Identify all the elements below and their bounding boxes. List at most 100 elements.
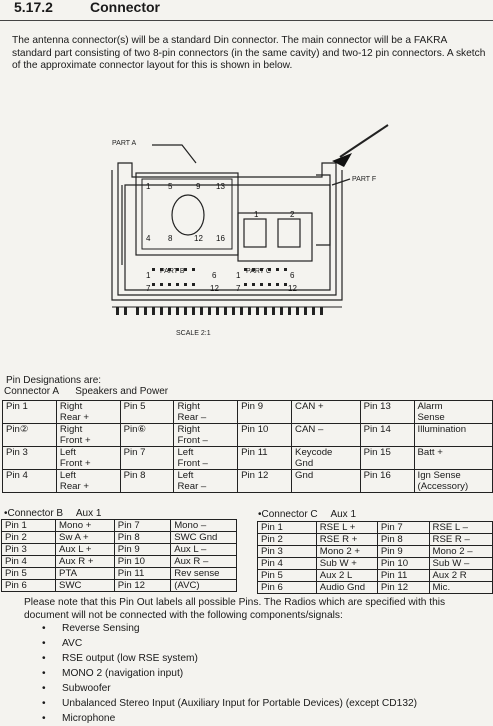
part-c-label: PART C <box>246 268 271 275</box>
table-cell: Audio Gnd <box>315 581 378 594</box>
grid-a-label: 4 <box>146 234 151 243</box>
table-cell: (AVC) <box>170 579 237 592</box>
part-b-label: PART B <box>160 268 185 275</box>
bullet-dot: • <box>42 713 46 724</box>
connector-a-heading: Connector A Speakers and Power <box>4 386 168 397</box>
bullet-dot: • <box>42 698 46 709</box>
table-cell: Pin 6 <box>0 579 57 592</box>
connector-b-heading: •Connector B Aux 1 <box>4 508 101 519</box>
table-cell: Pin 6 <box>257 581 317 594</box>
connector-c-bullet: • <box>258 509 262 520</box>
part-a-label: PART A <box>112 140 136 147</box>
bullet-dot: • <box>42 653 46 664</box>
table-cell: Mono 2 – <box>428 545 493 558</box>
signal-list-text: MONO 2 (navigation input) <box>62 668 184 679</box>
table-cell: Pin 9 <box>113 543 172 556</box>
table-cell: Mono – <box>170 519 237 532</box>
table-cell: Sub W – <box>428 557 493 570</box>
table-cell: Pin 4 <box>2 469 57 493</box>
part-f-label: PART F <box>352 176 376 183</box>
grid-b-label: 7 <box>146 284 151 293</box>
grid-a-label: 13 <box>216 182 225 191</box>
signal-list-text: AVC <box>62 638 83 649</box>
table-cell: Pin 10 <box>376 557 430 570</box>
table-cell: Pin 8 <box>376 533 430 546</box>
table-cell: Pin 5 <box>257 569 317 582</box>
table-cell: Pin 15 <box>359 446 415 470</box>
small-c-label: 2 <box>290 210 295 219</box>
table-cell: Alarm Sense <box>413 400 493 424</box>
table-cell: Pin 7 <box>119 446 175 470</box>
signal-list: • Reverse Sensing • AVC • RSE output (low RSE… <box>42 621 417 726</box>
connector-c-desc: Aux 1 <box>330 509 357 520</box>
table-cell: Illumination <box>413 423 493 447</box>
table-cell: Pin 13 <box>359 400 415 424</box>
grid-a-label: 8 <box>168 234 173 243</box>
heading-rule <box>0 20 493 21</box>
table-cell: Keycode Gnd <box>291 446 361 470</box>
table-cell: Right Rear + <box>55 400 121 424</box>
section-number: 5.17.2 <box>14 0 53 15</box>
grid-b-label: 12 <box>210 284 219 293</box>
table-cell: Pin 11 <box>376 569 430 582</box>
signal-list-text: Microphone <box>62 713 116 724</box>
scale-label: SCALE 2:1 <box>176 330 211 337</box>
table-cell: RSE L + <box>315 521 378 534</box>
grid-a-label: 5 <box>168 182 173 191</box>
table-cell: Pin 10 <box>113 555 172 568</box>
table-cell: Pin 16 <box>359 469 415 493</box>
signal-list-text: RSE output (low RSE system) <box>62 653 198 664</box>
table-cell: Mic. <box>428 581 493 594</box>
grid-c-label: 6 <box>290 271 295 280</box>
table-cell: Gnd <box>291 469 361 493</box>
connector-a-desc: Speakers and Power <box>75 386 169 397</box>
table-cell: CAN – <box>291 423 361 447</box>
table-cell: Pin 3 <box>0 543 57 556</box>
grid-a-label: 1 <box>146 182 151 191</box>
signal-list-text: Reverse Sensing <box>62 623 140 634</box>
grid-a-label: 16 <box>216 234 225 243</box>
table-cell: Pin 14 <box>359 423 415 447</box>
table-cell: Pin 5 <box>0 567 57 580</box>
table-cell: Mono + <box>55 519 115 532</box>
table-cell: Pin 1 <box>257 521 317 534</box>
table-cell: SWC <box>55 579 115 592</box>
grid-a-label: 12 <box>194 234 203 243</box>
grid-c-label: 12 <box>288 284 297 293</box>
bullet-dot: • <box>42 683 46 694</box>
table-cell: Pin② <box>2 423 57 447</box>
bullet-dot: • <box>42 623 46 634</box>
section-title: Connector <box>90 0 160 15</box>
table-cell: Aux L + <box>55 543 115 556</box>
signal-list-item: •Subwoofer <box>42 681 417 696</box>
table-cell: Pin 7 <box>376 521 430 534</box>
grid-b-label: 1 <box>146 271 151 280</box>
table-cell: Mono 2 + <box>315 545 378 558</box>
table-cell: PTA <box>55 567 115 580</box>
bullet-dot: • <box>42 638 46 649</box>
intro-paragraph: The antenna connector(s) will be a stand… <box>12 35 486 71</box>
signal-list-item: •Unbalanced Stereo Input (Auxiliary Inpu… <box>42 696 417 711</box>
grid-a-label: 9 <box>196 182 201 191</box>
table-cell: RSE R + <box>315 533 378 546</box>
table-cell: Right Front + <box>55 423 121 447</box>
table-cell: Pin 10 <box>237 423 293 447</box>
signal-list-item: • AVC <box>42 636 417 651</box>
table-cell: Pin 7 <box>113 519 172 532</box>
table-cell: Left Rear + <box>55 469 121 493</box>
table-cell: Pin 11 <box>237 446 293 470</box>
table-cell: Ign Sense (Accessory) <box>413 469 493 493</box>
table-cell: Pin 9 <box>237 400 293 424</box>
